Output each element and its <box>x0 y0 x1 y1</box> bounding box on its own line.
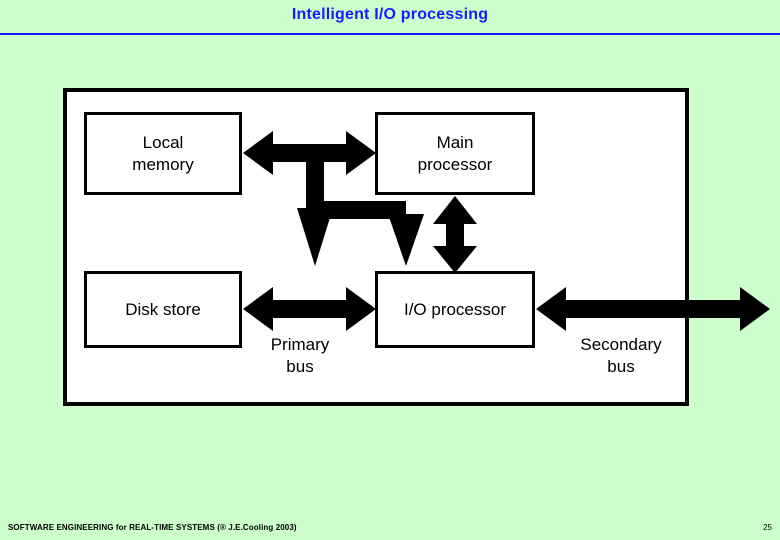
node-local-memory-label: Local memory <box>132 133 194 174</box>
label-secondary-bus: Secondary bus <box>580 335 662 377</box>
node-main-processor: Main processor <box>375 112 535 195</box>
page-title: Intelligent I/O processing <box>291 6 489 23</box>
node-io-processor: I/O processor <box>375 271 535 348</box>
footer-note: SOFTWARE ENGINEERING for REAL-TIME SYSTE… <box>8 523 297 532</box>
label-primary-bus: Primary bus <box>270 335 330 377</box>
page-number: 25 <box>763 523 772 532</box>
node-disk-store: Disk store <box>84 271 242 348</box>
node-io-processor-label: I/O processor <box>403 299 507 319</box>
node-disk-store-label: Disk store <box>125 299 201 319</box>
node-main-processor-label: Main processor <box>417 133 493 174</box>
title-divider <box>0 33 780 35</box>
node-local-memory: Local memory <box>84 112 242 195</box>
